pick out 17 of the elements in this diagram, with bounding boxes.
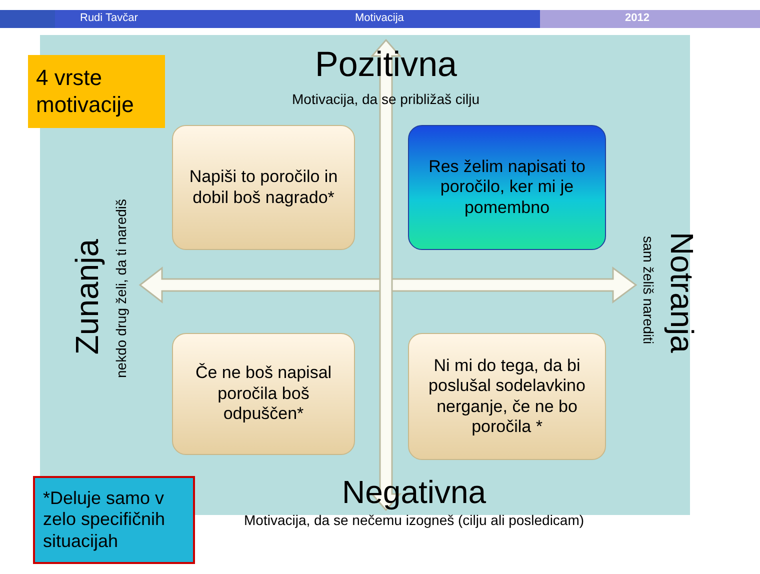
quadrant-box: Napiši to poročilo in dobil boš nagrado* [172,125,355,250]
header-title: Motivacija [355,12,404,24]
quadrant-box: Res želim napisati to poročilo, ker mi je pomembno [408,125,606,250]
axis-label: Notranja [664,232,700,352]
axis-description: Motivacija, da se nečemu izogneš (cilju ali posledicam) [244,513,584,528]
axis-description: sam želiš narediti [640,236,656,344]
header-year: 2012 [625,12,650,24]
quadrant-box: Ni mi do tega, da bi poslušal sodelavkino nerganje, če ne bo poročila * [408,333,606,460]
axis-description: Motivacija, da se približaš cilju [292,92,480,108]
axis-description: nekdo drug želi, da ti narediš [114,198,130,378]
author-name: Rudi Tavčar [80,12,138,24]
quadrant-box: Če ne boš napisal poročila boš odpuščen* [172,333,355,455]
title-box: 4 vrste motivacije [28,55,165,128]
axis-label: Negativna [342,475,486,510]
axis-label: Pozitivna [315,46,458,84]
axis-label: Zunanja [70,239,106,355]
footnote-box: *Deluje samo v zelo specifičnih situacijah [33,476,195,564]
